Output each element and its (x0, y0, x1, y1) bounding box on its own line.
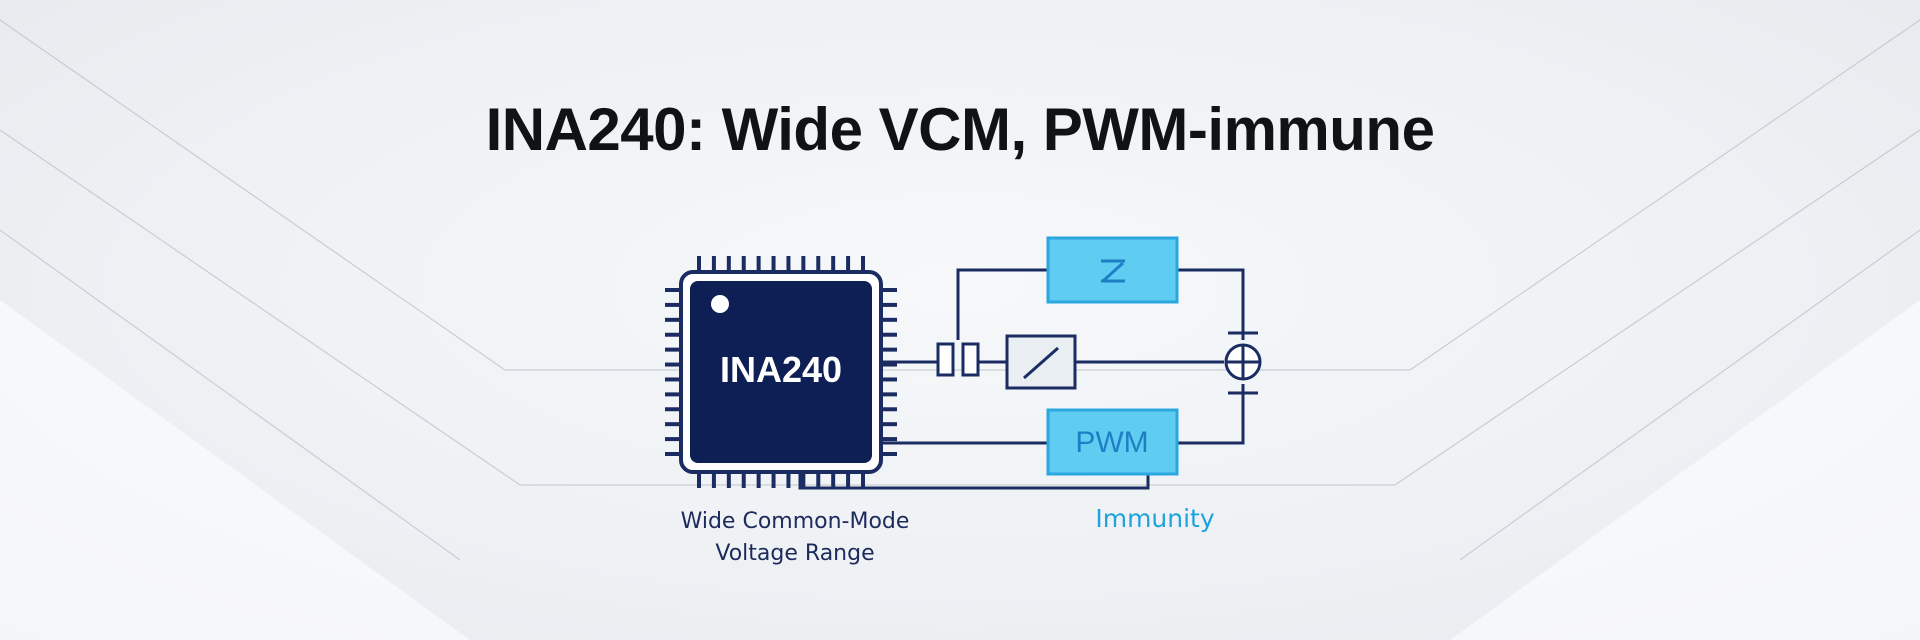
caption-left-line2: Voltage Range (715, 541, 875, 566)
pwm-label: PWM (1075, 426, 1148, 459)
filter-block (1046, 236, 1179, 304)
pin1-marker (711, 295, 729, 313)
chip-pins-top (697, 256, 865, 488)
circuit-wires (798, 268, 1245, 490)
switch-icon (1005, 334, 1077, 390)
ic-chip-icon: INA240 (665, 256, 897, 488)
shunt-resistor-icon (936, 342, 980, 377)
pwm-block: PWM (1046, 408, 1179, 476)
caption-immunity: Immunity (1095, 504, 1215, 533)
caption-common-mode: Wide Common-Mode Voltage Range (630, 506, 960, 570)
chip-pins-left (665, 288, 897, 456)
ground-symbol-icon (1224, 331, 1262, 395)
page-title: INA240: Wide VCM, PWM-immune (485, 96, 1435, 163)
caption-left-line1: Wide Common-Mode (680, 509, 910, 534)
chip-label: INA240 (720, 349, 842, 390)
